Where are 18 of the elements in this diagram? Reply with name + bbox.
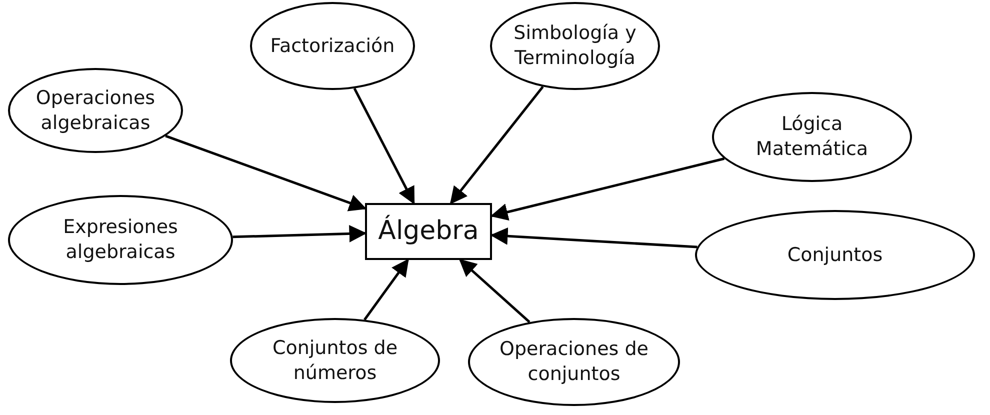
arrow	[232, 224, 367, 242]
process-box	[365, 203, 492, 260]
node-label: Conjuntos	[787, 242, 883, 268]
node-label: Expresiones algebraicas	[62, 215, 179, 265]
arrow	[458, 258, 530, 323]
node-label: Conjuntos de números	[271, 336, 399, 386]
arrow	[450, 86, 544, 204]
node-label: Factorización	[270, 34, 395, 58]
arrow	[364, 258, 409, 320]
node-label: Operaciones de conjuntos	[499, 337, 649, 387]
node-label: Simbología y Terminología	[512, 21, 638, 71]
node-label: Álgebra	[378, 214, 479, 248]
arrow	[490, 157, 725, 221]
arrow	[165, 134, 367, 212]
node-label: Operaciones algebraicas	[34, 86, 156, 136]
node-label: Lógica Matemática	[754, 112, 870, 162]
arrow	[490, 227, 698, 248]
arrow	[353, 88, 415, 205]
